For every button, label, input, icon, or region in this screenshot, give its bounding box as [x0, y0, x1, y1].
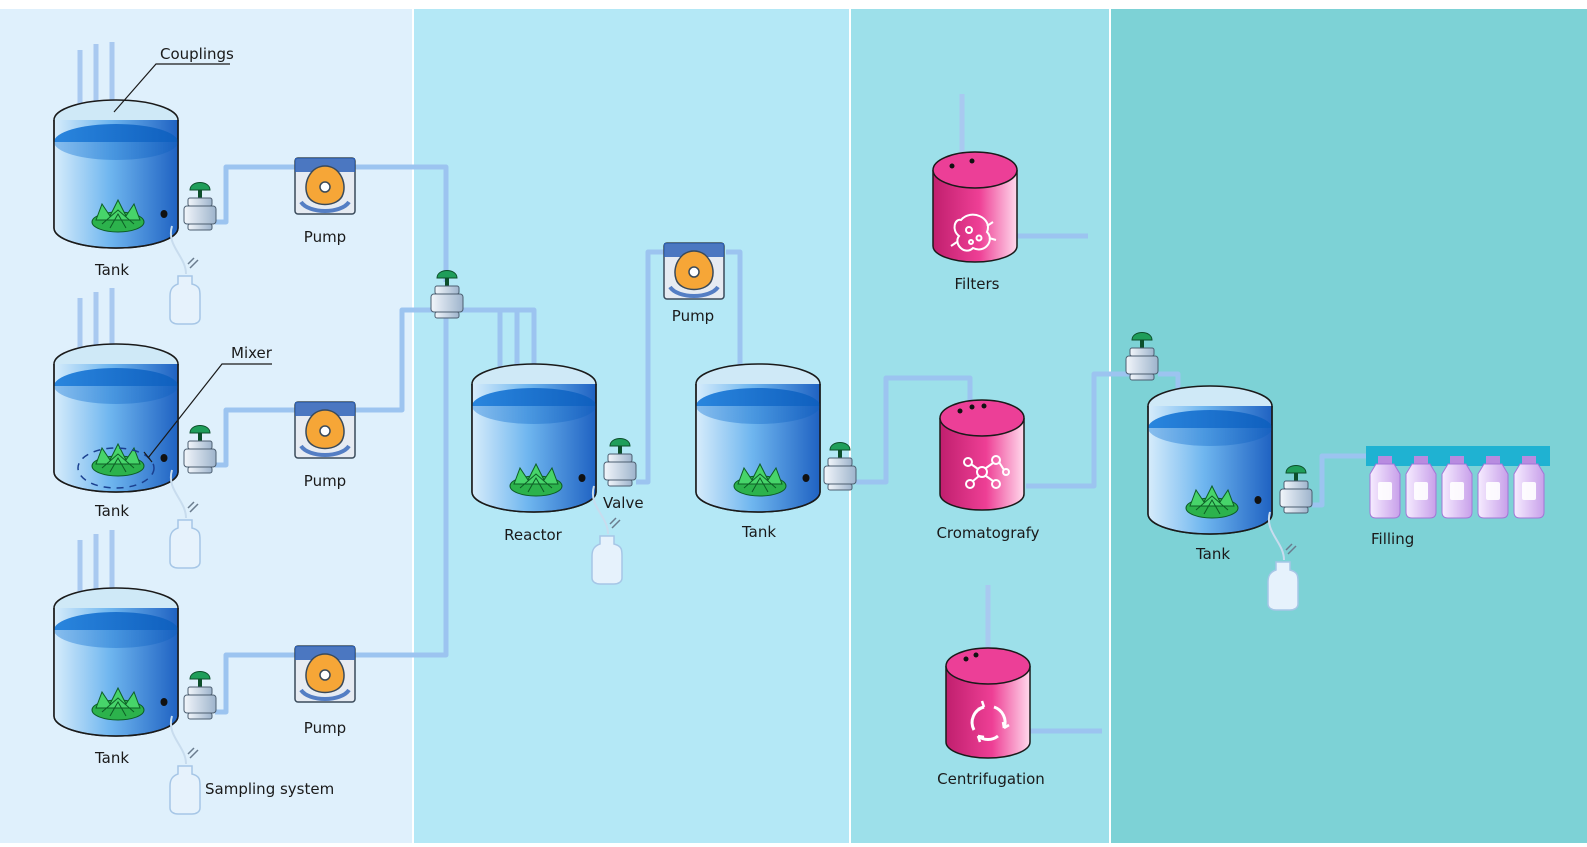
tank-2-label: Tank: [94, 502, 129, 520]
centrifugation-vessel: [945, 647, 1031, 759]
tank-2: [53, 343, 179, 493]
callout-leaders: [113, 63, 272, 463]
pump-1[interactable]: [293, 156, 357, 216]
centrifugation-label: Centrifugation: [937, 770, 1045, 788]
tank-4: [695, 363, 821, 513]
pump-4-label: Pump: [672, 307, 714, 325]
sampling-system-label: Sampling system: [205, 780, 334, 798]
tank-3-label: Tank: [94, 749, 129, 767]
couplings-label: Couplings: [160, 45, 234, 63]
valve-label: Valve: [603, 494, 644, 512]
cromatografy-vessel: [939, 399, 1025, 511]
recycle-arrows-icon: [970, 700, 1010, 743]
pump-1-label: Pump: [304, 228, 346, 246]
pump-4[interactable]: [662, 241, 726, 301]
tank-1-label: Tank: [94, 261, 129, 279]
pump-2[interactable]: [293, 400, 357, 460]
cromatografy-label: Cromatografy: [936, 524, 1039, 542]
tank-4-label: Tank: [741, 523, 776, 541]
filters-label: Filters: [955, 275, 1000, 293]
molecule-icon: [963, 455, 1010, 489]
tank-1: [53, 99, 179, 249]
reactor-tank: [471, 363, 597, 513]
pump-2-label: Pump: [304, 472, 346, 490]
bacteria-icon: [950, 213, 997, 252]
pipe-network: [215, 164, 1366, 734]
tank-5-label: Tank: [1195, 545, 1230, 563]
vessel-ports: [949, 158, 987, 662]
filters-vessel: [932, 151, 1018, 263]
mixer-label: Mixer: [231, 344, 273, 362]
pump-3[interactable]: [293, 644, 357, 704]
filling-label: Filling: [1371, 530, 1414, 548]
tank-3: [53, 587, 179, 737]
mixer-highlight: [77, 447, 155, 489]
tank-5: [1147, 385, 1273, 535]
reactor-label: Reactor: [504, 526, 562, 544]
pump-3-label: Pump: [304, 719, 346, 737]
